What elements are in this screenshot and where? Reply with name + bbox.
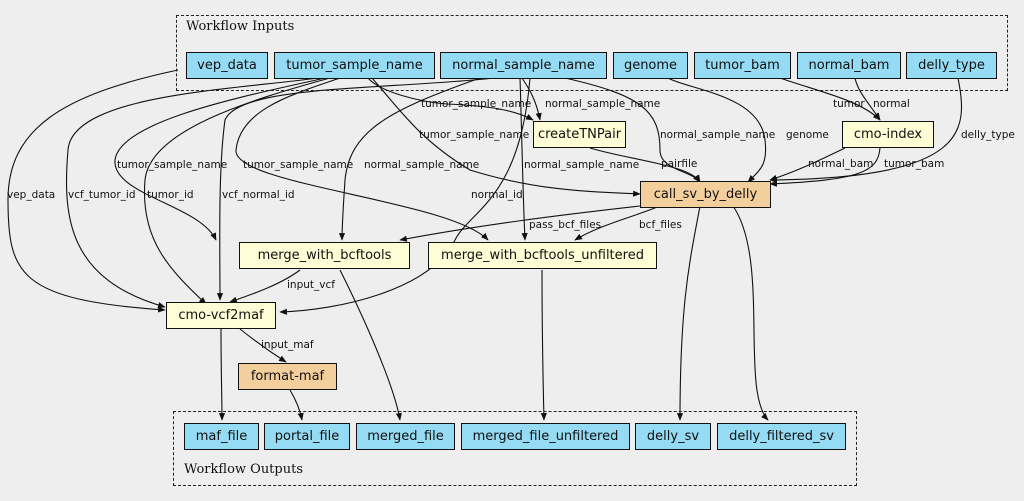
- edge-tsn-call-sv: [371, 77, 641, 197]
- input-normal-bam[interactable]: normal_bam: [797, 52, 901, 79]
- input-vep-data[interactable]: vep_data: [186, 52, 268, 79]
- edge-label: tumor_id: [147, 189, 194, 201]
- edge-label: normal_sample_name: [524, 159, 640, 171]
- edge-normalbam-cmoindex: [854, 77, 881, 121]
- input-delly-type[interactable]: delly_type: [906, 52, 997, 79]
- edge-label: input_maf: [261, 339, 314, 351]
- edge-label: pairfile: [661, 158, 698, 170]
- edge-tsn-vcf2maf-b: [143, 77, 331, 305]
- edge-callsv-merge-bcf: [399, 205, 641, 242]
- workflow-inputs-cluster: [176, 15, 1008, 91]
- step-createtnpair[interactable]: createTNPair: [533, 121, 626, 148]
- edge-nsn-vcf2maf-b: [279, 77, 531, 315]
- edge-tsn-createtnpair: [367, 77, 534, 121]
- edge-label: normal_bam: [808, 158, 874, 170]
- edge-tsn-merge-unf: [235, 77, 489, 241]
- edge-label: normal_sample_name: [660, 129, 776, 141]
- edge-label: tumor_sample_name: [421, 98, 532, 110]
- edge-callsv-merge-unf: [574, 205, 661, 241]
- workflow-outputs-cluster: [173, 411, 857, 486]
- output-maf-file[interactable]: maf_file: [184, 423, 259, 450]
- edge-tsn-merge-bcf: [114, 77, 326, 241]
- output-portal-file[interactable]: portal_file: [264, 423, 350, 450]
- edge-vcf2maf-maffile: [218, 328, 226, 421]
- edge-label: genome: [786, 129, 829, 141]
- step-merge-with-bcftools-unfiltered[interactable]: merge_with_bcftools_unfiltered: [428, 242, 657, 269]
- edge-nsn-createtnpair: [521, 77, 542, 121]
- edge-label: normal_id: [471, 189, 523, 201]
- edge-createtnpair-call-sv: [589, 147, 701, 183]
- step-format-maf[interactable]: format-maf: [238, 363, 337, 390]
- workflow-outputs-title: Workflow Outputs: [184, 462, 303, 477]
- edge-tsn-vcf2maf-a: [65, 77, 319, 309]
- edge-vepdata-vcf2maf: [7, 69, 179, 313]
- edge-label: delly_type: [961, 129, 1015, 141]
- input-genome[interactable]: genome: [613, 52, 688, 79]
- edge-label: tumor_sample_name: [419, 129, 530, 141]
- edge-label: input_vcf: [287, 279, 335, 291]
- edge-mergeunf-merged-unf: [540, 269, 547, 421]
- edge-callsv-delly-filt: [732, 205, 769, 421]
- edge-label: vep_data: [7, 189, 56, 201]
- output-delly-filtered-sv[interactable]: delly_filtered_sv: [717, 423, 846, 450]
- edge-vcf2maf-formatmaf: [239, 328, 287, 363]
- edge-nsn-call-sv: [564, 77, 701, 183]
- edge-tumorbam-cmoindex: [779, 77, 881, 121]
- step-merge-with-bcftools[interactable]: merge_with_bcftools: [239, 242, 410, 269]
- edge-label: normal_sample_name: [364, 159, 480, 171]
- edge-cmoindex-call-sv-b: [769, 147, 881, 187]
- edge-cmoindex-call-sv-a: [769, 147, 846, 181]
- edge-label: tumor_sample_name: [117, 159, 228, 171]
- edge-label: tumor_sample_name: [243, 159, 354, 171]
- edge-label: pass_bcf_files: [529, 219, 602, 231]
- edge-label: tumor: [833, 98, 865, 110]
- step-cmo-index[interactable]: cmo-index: [842, 121, 934, 148]
- edge-callsv-delly-sv: [676, 205, 701, 421]
- edge-nsn-merge-unf: [519, 77, 528, 241]
- output-delly-sv[interactable]: delly_sv: [635, 423, 711, 450]
- edge-formatmaf-portal: [289, 389, 304, 421]
- output-merged-file[interactable]: merged_file: [356, 423, 455, 450]
- output-merged-file-unfiltered[interactable]: merged_file_unfiltered: [461, 423, 630, 450]
- input-normal-sample-name[interactable]: normal_sample_name: [440, 52, 607, 79]
- edge-label: vcf_normal_id: [222, 189, 295, 201]
- edge-label: normal_sample_name: [545, 98, 661, 110]
- edge-label: tumor_bam: [884, 158, 945, 170]
- input-tumor-bam[interactable]: tumor_bam: [694, 52, 791, 79]
- edge-genome-call-sv: [667, 77, 767, 183]
- workflow-inputs-title: Workflow Inputs: [186, 19, 295, 34]
- edge-label: normal: [873, 98, 910, 110]
- step-call-sv-by-delly[interactable]: call_sv_by_delly: [640, 181, 771, 208]
- edge-mergebcf-merged: [339, 269, 402, 421]
- input-tumor-sample-name[interactable]: tumor_sample_name: [274, 52, 435, 79]
- edge-label: vcf_tumor_id: [68, 189, 136, 201]
- edge-label: bcf_files: [639, 219, 682, 231]
- edge-dellytype-call-sv: [769, 77, 962, 184]
- edge-mergebcf-vcf2maf: [229, 269, 301, 303]
- step-cmo-vcf2maf[interactable]: cmo-vcf2maf: [166, 302, 276, 329]
- edge-nsn-merge-bcf: [338, 77, 481, 241]
- edge-nsn-vcf2maf-a: [216, 77, 496, 301]
